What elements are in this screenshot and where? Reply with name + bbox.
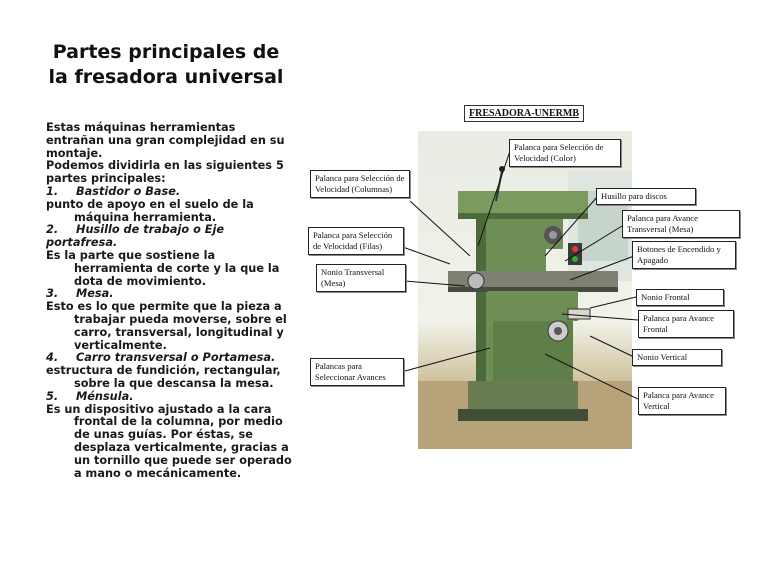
callout-speed-columns-lever: Palanca para Selección de Velocidad (Col… bbox=[310, 170, 410, 198]
part-4-name: Carro transversal o Portamesa. bbox=[76, 351, 276, 365]
part-3-number: 3. bbox=[46, 287, 59, 301]
intro-paragraph-1: Estas máquinas herramientas entrañan una… bbox=[46, 121, 285, 160]
part-4-number: 4. bbox=[46, 351, 59, 365]
part-5-heading: 5. Ménsula. bbox=[46, 389, 296, 404]
callout-feed-selection-levers: Palancas para Seleccionar Avances bbox=[310, 358, 404, 386]
callout-front-feed-lever: Palanca para Avance Frontal bbox=[638, 310, 734, 338]
part-3-heading: 3. Mesa. bbox=[46, 287, 296, 301]
part-1-heading: 1. Bastidor o Base. bbox=[46, 184, 296, 199]
part-3-name: Mesa. bbox=[76, 287, 114, 301]
milling-machine-photo bbox=[418, 131, 632, 449]
part-4-heading: 4. Carro transversal o Portamesa. bbox=[46, 351, 296, 365]
body-text: Estas máquinas herramientas entrañan una… bbox=[46, 121, 296, 480]
part-4-description: estructura de fundición, rectangular, so… bbox=[46, 364, 281, 390]
callout-speed-color-lever: Palanca para Selección de Velocidad (Col… bbox=[509, 139, 621, 167]
callout-vertical-vernier: Nonio Vertical bbox=[632, 349, 722, 366]
milling-machine-figure: FRESADORA-UNERMB bbox=[300, 96, 745, 468]
part-3-description: Esto es lo que permite que la pieza a tr… bbox=[46, 300, 287, 352]
callout-disc-spindle: Husillo para discos bbox=[596, 188, 696, 205]
slide-title: Partes principales de la fresadora unive… bbox=[48, 41, 284, 88]
callout-vertical-feed-lever: Palanca para Avance Vertical bbox=[638, 387, 726, 415]
milling-machine-illustration bbox=[418, 166, 632, 449]
callout-transverse-feed-lever: Palanca para Avance Transversal (Mesa) bbox=[622, 210, 740, 238]
part-1-number: 1. bbox=[46, 184, 59, 198]
figure-title: FRESADORA-UNERMB bbox=[464, 105, 584, 122]
callout-on-off-buttons: Botones de Encendido y Apagado bbox=[632, 241, 736, 269]
intro-paragraph-2: Podemos dividirla en las siguientes 5 pa… bbox=[46, 159, 284, 186]
part-2-heading: 2.Husillo de trabajo o Eje portafresa. bbox=[46, 224, 296, 250]
callout-transverse-vernier: Nonio Transversal (Mesa) bbox=[316, 264, 406, 292]
part-2-name: Husillo de trabajo o Eje portafresa. bbox=[46, 223, 225, 250]
part-1-name: Bastidor o Base. bbox=[76, 184, 181, 198]
part-2-description: Es la parte que sostiene la herramienta … bbox=[46, 248, 280, 288]
part-5-number: 5. bbox=[46, 389, 59, 403]
callout-front-vernier: Nonio Frontal bbox=[636, 289, 724, 306]
part-5-description: Es un dispositivo ajustado a la cara fro… bbox=[46, 402, 292, 480]
part-1-description: punto de apoyo en el suelo de la máquina… bbox=[46, 197, 254, 224]
part-5-name: Ménsula. bbox=[76, 389, 134, 403]
part-2-number: 2. bbox=[46, 223, 59, 237]
callout-speed-rows-lever: Palanca para Selección de Velocidad (Fil… bbox=[308, 227, 404, 255]
